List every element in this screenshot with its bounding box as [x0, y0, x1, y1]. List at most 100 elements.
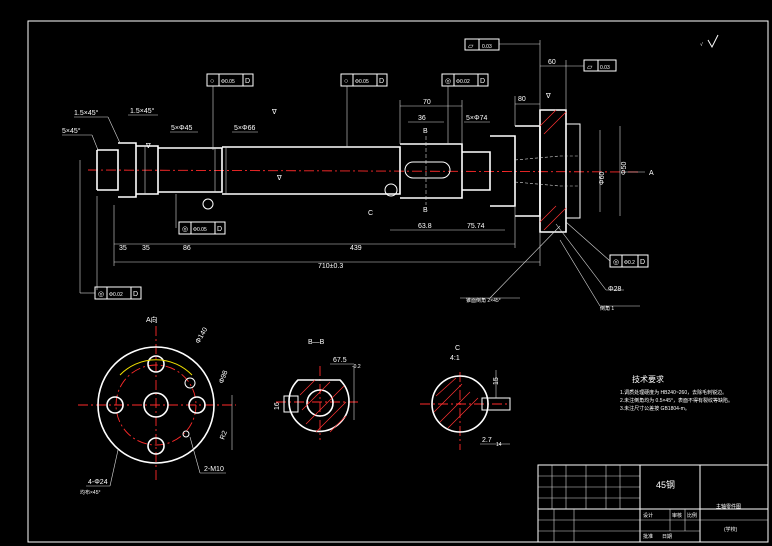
tol5-val: 0.03	[600, 65, 610, 71]
tech-requirements: 技术要求 1.调质处理硬度为 HB240~260，去除毛刺锐边。 2.未注倒角均…	[620, 374, 733, 412]
tol3-sym: ◎	[445, 78, 451, 85]
tol6-val: Φ0.05	[193, 227, 207, 233]
shaft-seg-9	[515, 125, 541, 217]
flange-taper	[566, 123, 581, 219]
keyway-slot	[404, 161, 451, 179]
hole-small	[202, 198, 214, 210]
shaft-seg-8	[490, 135, 516, 207]
dim-r3: R2	[219, 430, 229, 441]
tb-part-name: 主轴零件图	[716, 503, 741, 510]
hole-c	[384, 183, 398, 197]
flange-hatch	[539, 109, 567, 231]
dim-70: 70	[423, 99, 431, 106]
tb-school: (学校)	[724, 526, 738, 533]
screw-callout: 2-M10	[204, 466, 224, 473]
tech-line-2: 2.未注倒角均为 0.5×45°，表面不得有裂纹等缺陷。	[620, 397, 733, 404]
shaft-seg-6	[400, 143, 463, 199]
shaft-seg-end	[96, 149, 119, 191]
chamfer-callouts: 1.5×45° 1.5×45° 5×45° 5×Φ45 5×Φ66 5×Φ74	[62, 107, 490, 151]
chamfer-a: 1.5×45°	[74, 109, 99, 117]
tol4-val: 0.03	[482, 44, 492, 50]
main-shaft-view	[87, 109, 641, 233]
bore-hidden	[514, 155, 580, 187]
roughness-mark-1: ∇	[271, 108, 277, 116]
dim-r1: Φ140	[195, 326, 210, 345]
shaft-seg-7	[462, 151, 491, 191]
tol6-ref: D	[217, 226, 222, 233]
tol3-val: Φ0.02	[456, 79, 470, 85]
sec-len: 67.5	[333, 357, 347, 364]
roughness-check-icon	[707, 34, 719, 49]
tol2-val: Φ0.05	[355, 79, 369, 85]
dim-439: 439	[350, 245, 362, 252]
tech-title: 技术要求	[632, 374, 664, 384]
flange	[539, 109, 567, 233]
shaft-seg-5	[222, 146, 401, 195]
detail-c-scale: 4:1	[450, 355, 460, 362]
roughness-mark-3: ∇	[545, 92, 551, 100]
tol3-ref: D	[480, 78, 485, 85]
tol1-ref: D	[245, 78, 250, 85]
detail-c-title: C	[455, 345, 460, 352]
dim-35a: 35	[119, 245, 127, 252]
dim-80: 80	[518, 96, 526, 103]
chamfer-c: 5×45°	[62, 127, 81, 135]
tech-line-1: 1.调质处理硬度为 HB240~260，去除毛刺锐边。	[620, 389, 727, 396]
dim-36: 36	[418, 115, 426, 122]
tol2-ref: D	[379, 78, 384, 85]
phi-60: Φ60	[599, 172, 606, 185]
section-bb: B—B 67.5 -0.2 16	[274, 339, 361, 440]
dim-86: 86	[183, 245, 191, 252]
sec-tol: -0.2	[352, 364, 361, 370]
drawing-border	[27, 20, 769, 543]
tol8-ref: D	[133, 291, 138, 298]
bottom-dimensions: 35 35 86 439 710±0.3 63.8 75.74	[96, 196, 541, 290]
tol8-sym: ◎	[98, 291, 104, 298]
dim-phi28: Φ28	[608, 286, 621, 293]
shaft-seg-2	[118, 142, 137, 198]
tol5-sym: ⏥	[587, 64, 593, 71]
c-dim-3: 14	[496, 442, 502, 448]
view-a-title: A向	[146, 315, 158, 324]
tech-line-3: 3.未注尺寸公差按 GB1804-m。	[620, 405, 690, 412]
section-b-top: B	[423, 128, 428, 135]
tol7-val: Φ0.2	[624, 260, 635, 266]
shaft-seg-3	[136, 145, 159, 195]
roughness-mark-4: ∇	[145, 142, 151, 150]
shaft-centerline	[87, 169, 641, 173]
tol8-val: Φ0.02	[109, 292, 123, 298]
tolerance-frames: ○ Φ0.05 D ○ Φ0.05 D ◎ Φ0.02 D ⏥ 0.03 ⏥ 0…	[79, 38, 649, 300]
tol4-sym: ⏥	[468, 43, 474, 50]
tb-date: 日期	[662, 534, 672, 540]
dim-60: 60	[548, 59, 556, 66]
c-dim-1: 15	[493, 377, 500, 385]
phi-flange: Φ50	[621, 162, 628, 175]
tb-material: 45钢	[656, 479, 675, 490]
dim-75: 75.74	[467, 223, 485, 230]
section-c-label: C	[368, 210, 373, 217]
tb-check: 审核	[672, 512, 682, 519]
tol6-sym: ◎	[182, 226, 188, 233]
dim-total: 710±0.3	[318, 263, 343, 270]
tb-approve: 批准	[643, 533, 653, 540]
view-a-flange: A向 Φ140 Φ98 R2 4-Φ24 均布×45° 2-M10	[78, 315, 236, 496]
view-a-label: A	[649, 170, 654, 177]
tol1-val: Φ0.05	[221, 79, 235, 85]
roughness-mark-2: ∇	[276, 174, 282, 182]
groove-a: 5×Φ45	[171, 125, 192, 132]
sec-width: 16	[274, 402, 281, 410]
tol7-sym: ◎	[613, 259, 619, 266]
equal-spacing: 均布×45°	[80, 489, 100, 496]
tol1-sym: ○	[210, 78, 214, 85]
dim-r2: Φ98	[218, 370, 229, 385]
tol7-ref: D	[640, 259, 645, 266]
groove-b: 5×Φ66	[234, 125, 255, 132]
tb-design: 设计	[643, 512, 653, 519]
angle-arc	[119, 359, 193, 376]
section-b-bottom: B	[423, 207, 428, 214]
shaft-seg-4	[158, 147, 223, 193]
c-dim-2: 2.7	[482, 437, 492, 444]
tb-scale: 比例	[687, 512, 697, 519]
